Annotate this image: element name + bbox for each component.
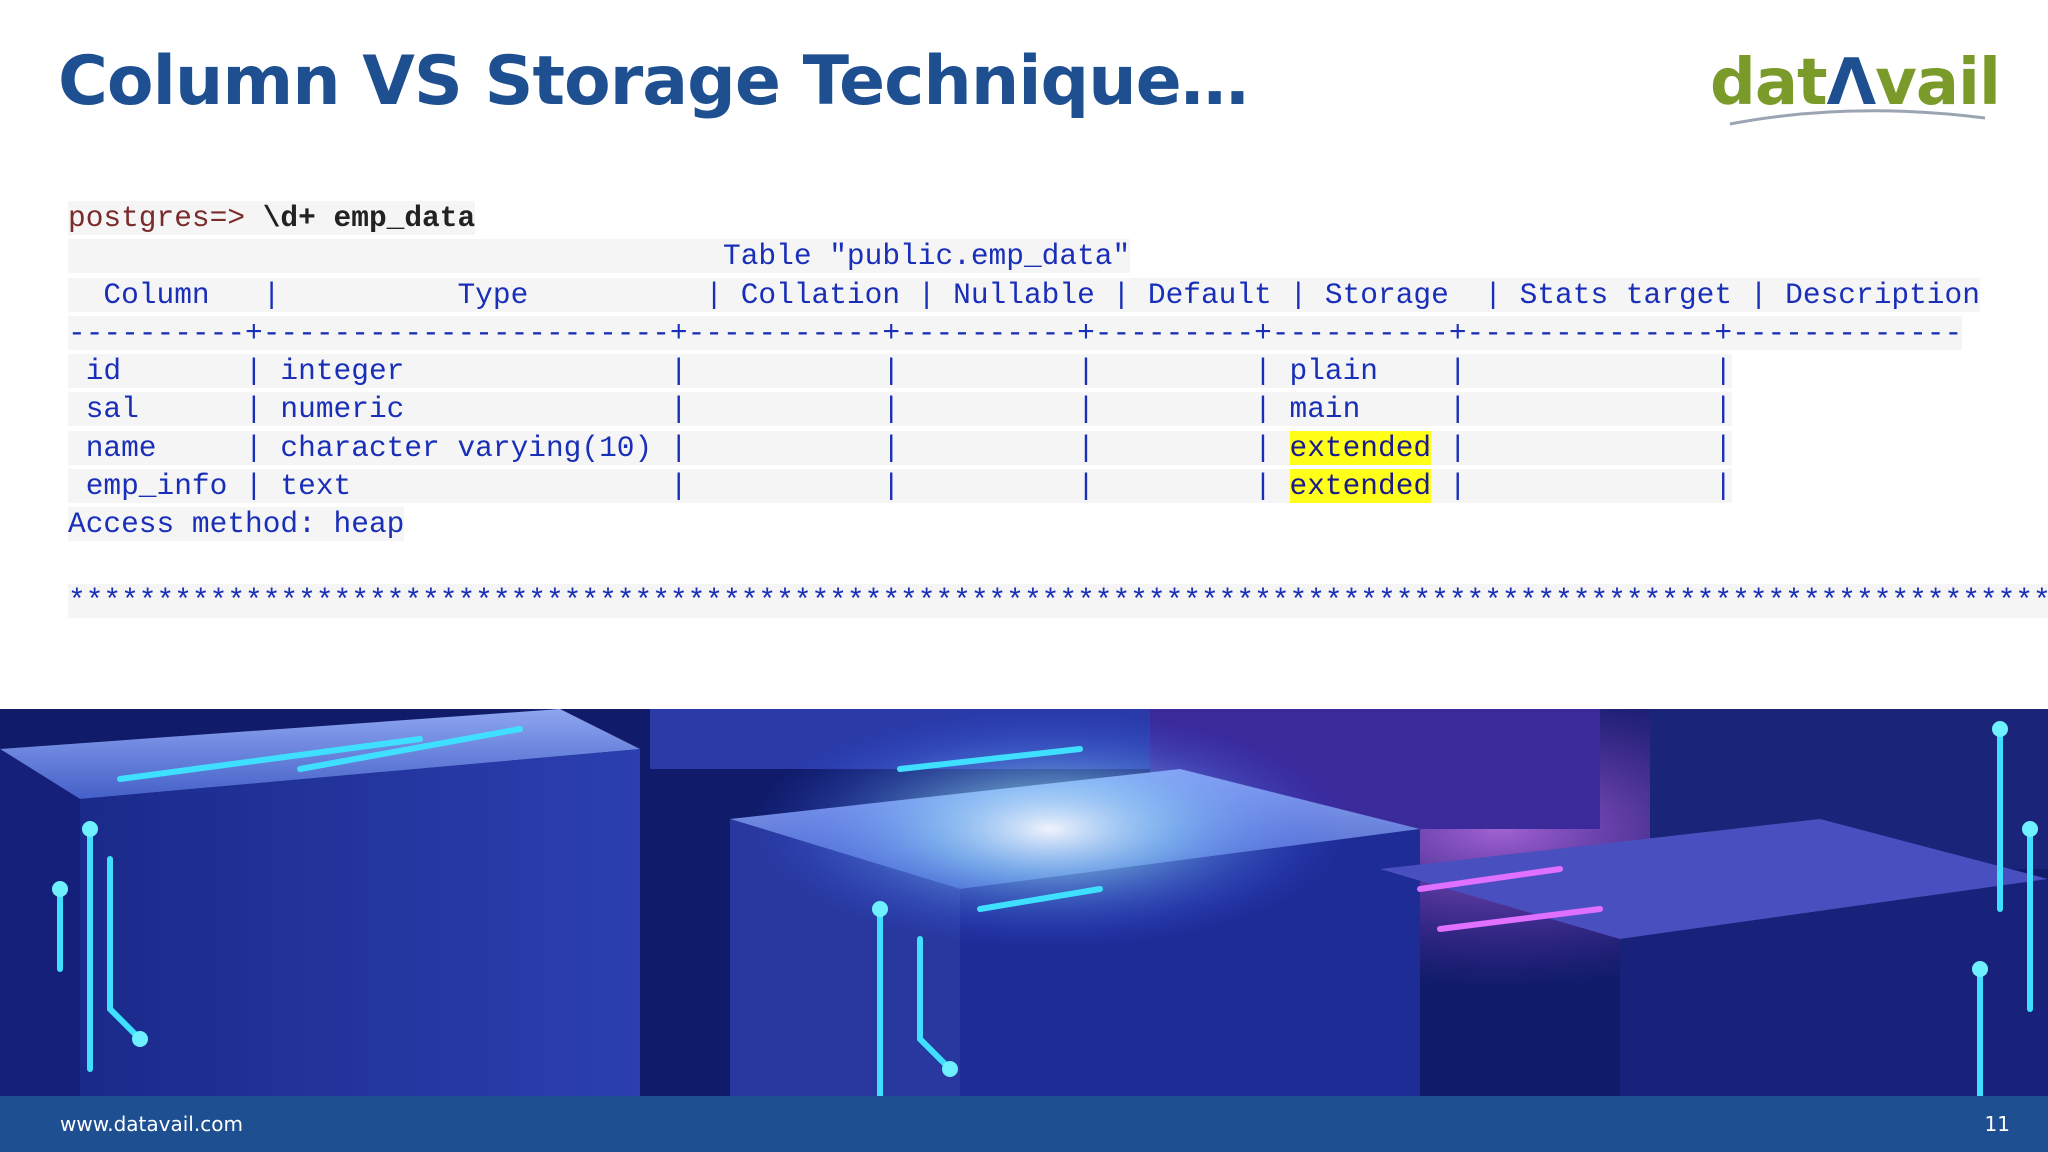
table-separator-line: ----------+-----------------------+-----… [68, 315, 1963, 350]
storage-value: main [1289, 392, 1361, 427]
table-title-line: Table "public.emp_data" [68, 239, 1131, 274]
access-method-line: Access method: heap [68, 507, 405, 542]
command-line: postgres=> \d+ emp_data [68, 201, 476, 235]
datavail-logo: datΛvail [1710, 46, 2010, 136]
table-row: sal | numeric | | | | main | | [68, 392, 1733, 427]
circuit-server-banner-image [0, 709, 2048, 1096]
storage-value: extended [1289, 430, 1432, 465]
storage-value: extended [1289, 469, 1432, 504]
table-row: name | character varying(10) | | | | ext… [68, 430, 1733, 465]
logo-swoosh-icon [1729, 109, 1986, 126]
table-row: id | integer | | | | plain | | [68, 354, 1733, 389]
table-row: emp_info | text | | | | extended | | [68, 469, 1733, 504]
storage-value: plain [1289, 354, 1379, 389]
logo-wordmark: datΛvail [1710, 46, 2001, 120]
table-header-line: Column | Type | Collation | Nullable | D… [68, 277, 1980, 312]
stars-line: ****************************************… [68, 582, 2048, 620]
footer-url: www.datavail.com [60, 1112, 243, 1136]
psql-console-output: postgres=> \d+ emp_data Table "public.em… [68, 199, 2048, 620]
page-number: 11 [1984, 1112, 2010, 1136]
slide-footer: www.datavail.com 11 [0, 1096, 2048, 1152]
blank-line [68, 544, 2048, 582]
slide-title: Column VS Storage Technique… [58, 42, 1249, 121]
circuit-illustration [0, 709, 2048, 1096]
